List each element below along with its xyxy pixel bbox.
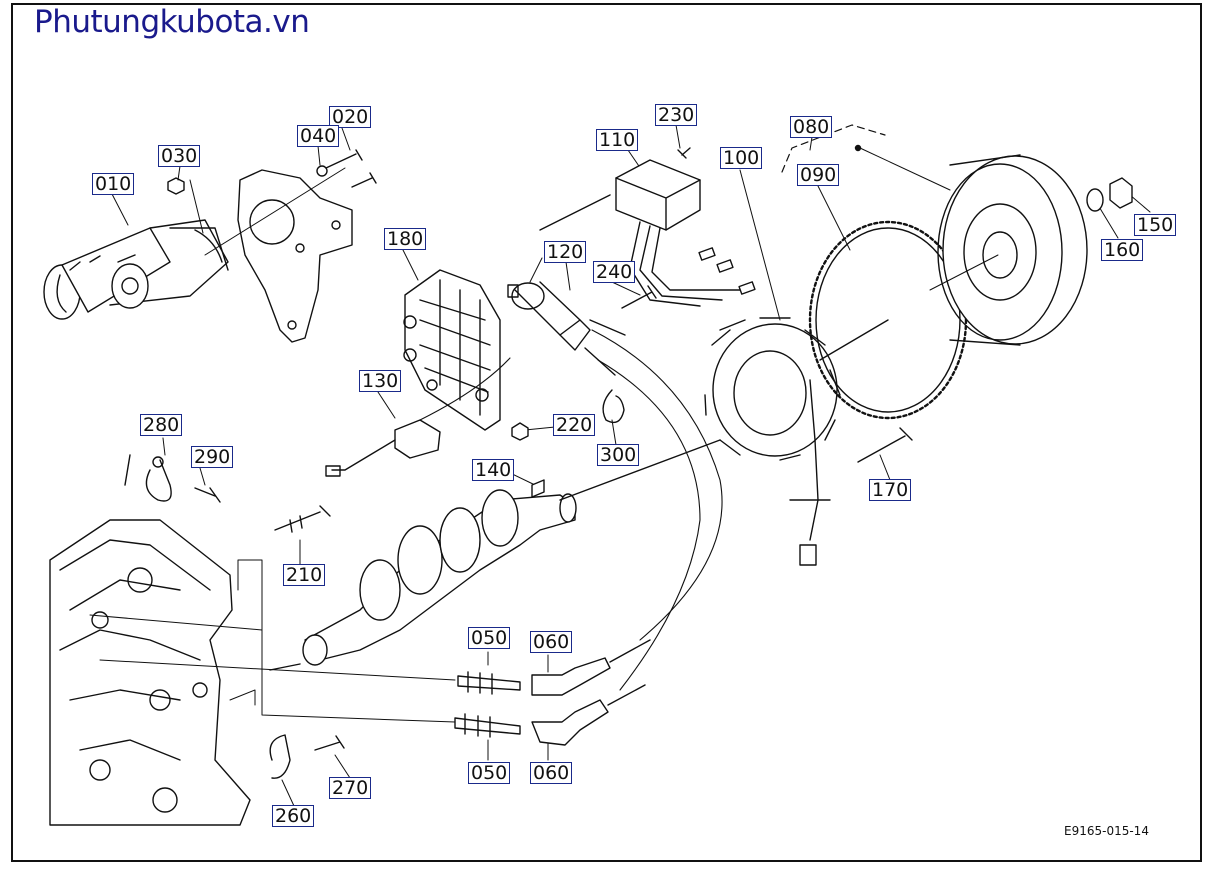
spark-plug-upper — [457, 671, 521, 695]
callout-210: 210 — [283, 564, 326, 586]
callout-020: 020 — [329, 106, 372, 128]
nut-220 — [511, 422, 529, 441]
bolt-290 — [194, 487, 221, 503]
callout-030: 030 — [158, 145, 201, 167]
bolt-230 — [677, 147, 691, 159]
callout-150: 150 — [1134, 214, 1177, 236]
bolts-group — [167, 149, 377, 195]
callout-100: 100 — [720, 147, 763, 169]
callout-130: 130 — [359, 370, 402, 392]
callout-170: 170 — [869, 479, 912, 501]
callout-140: 140 — [472, 459, 515, 481]
callout-180: 180 — [384, 228, 427, 250]
callout-040: 040 — [297, 125, 340, 147]
callout-270: 270 — [329, 777, 372, 799]
callout-050-upper: 050 — [468, 627, 511, 649]
plug-cap-lower — [531, 684, 646, 746]
callout-050-lower: 050 — [468, 762, 511, 784]
flywheel — [859, 147, 1088, 346]
clamp-280 — [124, 454, 172, 502]
callout-300: 300 — [597, 444, 640, 466]
clamp-260 — [269, 734, 291, 779]
stud-210 — [274, 505, 331, 533]
mounting-plate — [237, 169, 353, 343]
callout-160: 160 — [1101, 239, 1144, 261]
dashed-group-bracket — [781, 124, 886, 173]
crankshaft — [269, 439, 721, 671]
ignition-coil — [507, 281, 626, 376]
callout-090: 090 — [797, 164, 840, 186]
callout-060-upper: 060 — [530, 631, 573, 653]
callout-010: 010 — [92, 173, 135, 195]
clip-300 — [602, 389, 625, 424]
callout-110: 110 — [596, 129, 639, 151]
key-140 — [531, 479, 545, 498]
sensor — [325, 419, 441, 477]
callout-290: 290 — [191, 446, 234, 468]
callout-120: 120 — [544, 241, 587, 263]
bolt-270 — [314, 735, 345, 751]
drawing-code: E9165-015-14 — [1064, 824, 1149, 838]
ring-gear — [808, 220, 968, 420]
reference-lines — [89, 559, 456, 723]
callout-060-lower: 060 — [530, 762, 573, 784]
regulator — [539, 159, 756, 307]
callout-080: 080 — [790, 116, 833, 138]
spark-plug-lower — [454, 713, 521, 738]
engine-block — [49, 519, 251, 826]
bolt-170 — [857, 427, 913, 463]
washer-160 — [1086, 188, 1104, 212]
callout-280: 280 — [140, 414, 183, 436]
callout-260: 260 — [272, 805, 315, 827]
bolt-240 — [621, 285, 657, 309]
nut-150 — [1109, 177, 1133, 209]
bracket-plate — [403, 269, 501, 431]
plug-cap-upper — [531, 639, 651, 696]
brand-watermark: Phutungkubota.vn — [34, 4, 310, 40]
callout-220: 220 — [553, 414, 596, 436]
stator — [704, 317, 841, 566]
cables — [419, 329, 723, 691]
starter-motor — [43, 219, 229, 320]
callout-240: 240 — [593, 261, 636, 283]
callout-230: 230 — [655, 104, 698, 126]
